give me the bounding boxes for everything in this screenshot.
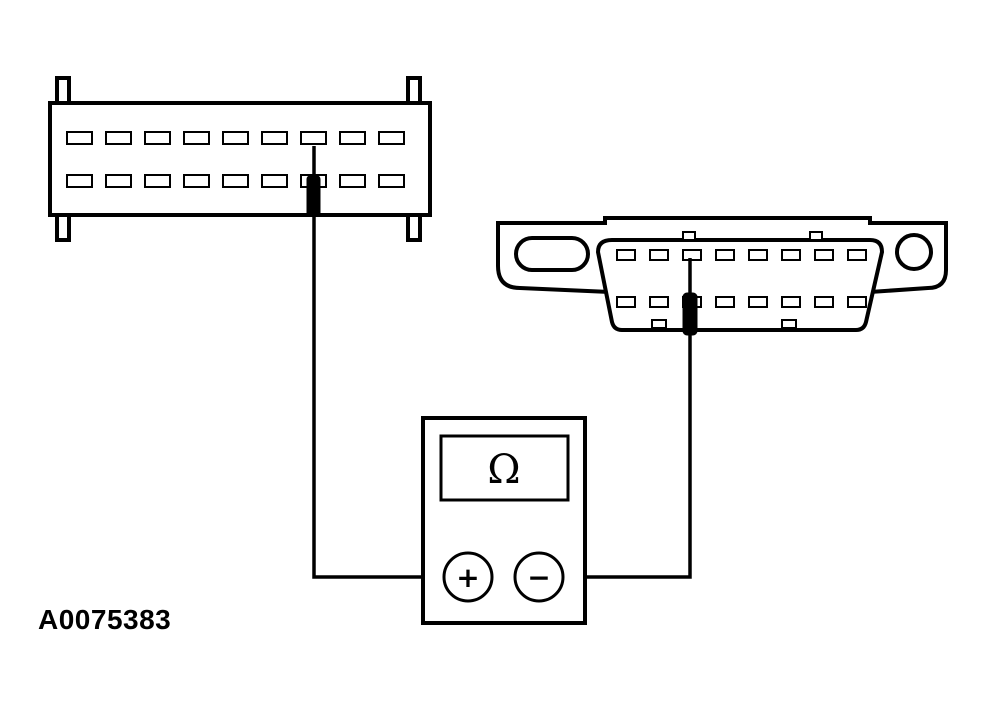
right-connector-pin-cavity — [616, 296, 636, 308]
right-connector-body — [595, 238, 885, 332]
right-connector-pin-row-top — [616, 249, 867, 261]
right-connector-pin-cavity — [814, 296, 834, 308]
right-connector — [496, 216, 948, 336]
left-connector-pin-cavity — [105, 131, 132, 145]
right-connector-pin-cavity — [781, 249, 801, 261]
ohm-symbol: Ω — [487, 447, 520, 493]
right-connector-pin-cavity — [715, 296, 735, 308]
negative-test-lead — [565, 258, 692, 579]
left-connector-pin-cavity — [261, 131, 288, 145]
negative-terminal — [513, 551, 565, 603]
negative-terminal-label: − — [527, 561, 550, 594]
right-connector-pin-cavity — [649, 296, 669, 308]
multimeter-display — [439, 434, 570, 502]
left-connector-pin-cavity — [183, 174, 210, 188]
right-connector-mount-slot — [514, 236, 590, 272]
right-connector-latch-1 — [651, 319, 667, 329]
right-connector-pin-cavity — [649, 249, 669, 261]
left-connector-pin-cavity — [144, 174, 171, 188]
left-connector-pin-cavity — [105, 174, 132, 188]
left-connector-pin-cavity — [378, 174, 405, 188]
right-connector-pin-cavity — [715, 249, 735, 261]
positive-terminal-label: + — [456, 561, 479, 594]
positive-test-lead — [312, 146, 444, 579]
left-connector-body — [48, 101, 432, 217]
left-connector-pin-cavity — [339, 131, 366, 145]
multimeter: Ω + − — [421, 416, 587, 625]
right-connector-pin-cavity — [847, 249, 867, 261]
right-connector-pin-cavity — [847, 296, 867, 308]
left-connector-pin-cavity — [261, 174, 288, 188]
right-connector-pin-cavity — [682, 249, 702, 261]
right-connector-pin-cavity — [748, 296, 768, 308]
right-connector-latch-2 — [781, 319, 797, 329]
figure-reference-id: A0075383 — [38, 604, 172, 635]
left-connector-pin-cavity — [183, 131, 210, 145]
left-connector-pin-cavity — [300, 131, 327, 145]
left-connector-pin-cavity — [66, 174, 93, 188]
left-connector-pin-row-bottom — [66, 174, 405, 188]
left-connector-pin-cavity — [66, 131, 93, 145]
left-connector — [48, 76, 432, 242]
left-connector-pin-cavity — [378, 131, 405, 145]
left-connector-pin-cavity — [222, 174, 249, 188]
left-connector-pin-cavity — [339, 174, 366, 188]
positive-terminal — [442, 551, 494, 603]
right-connector-mount-hole — [895, 233, 933, 271]
left-connector-pin-cavity — [144, 131, 171, 145]
right-connector-pin-cavity — [814, 249, 834, 261]
right-connector-pin-cavity — [616, 249, 636, 261]
left-connector-pin-cavity — [222, 131, 249, 145]
right-connector-key-tab-1 — [682, 231, 696, 241]
right-connector-key-tab-2 — [809, 231, 823, 241]
right-connector-pin-cavity — [781, 296, 801, 308]
left-connector-pin-row-top — [66, 131, 405, 145]
right-connector-pin-cavity — [748, 249, 768, 261]
